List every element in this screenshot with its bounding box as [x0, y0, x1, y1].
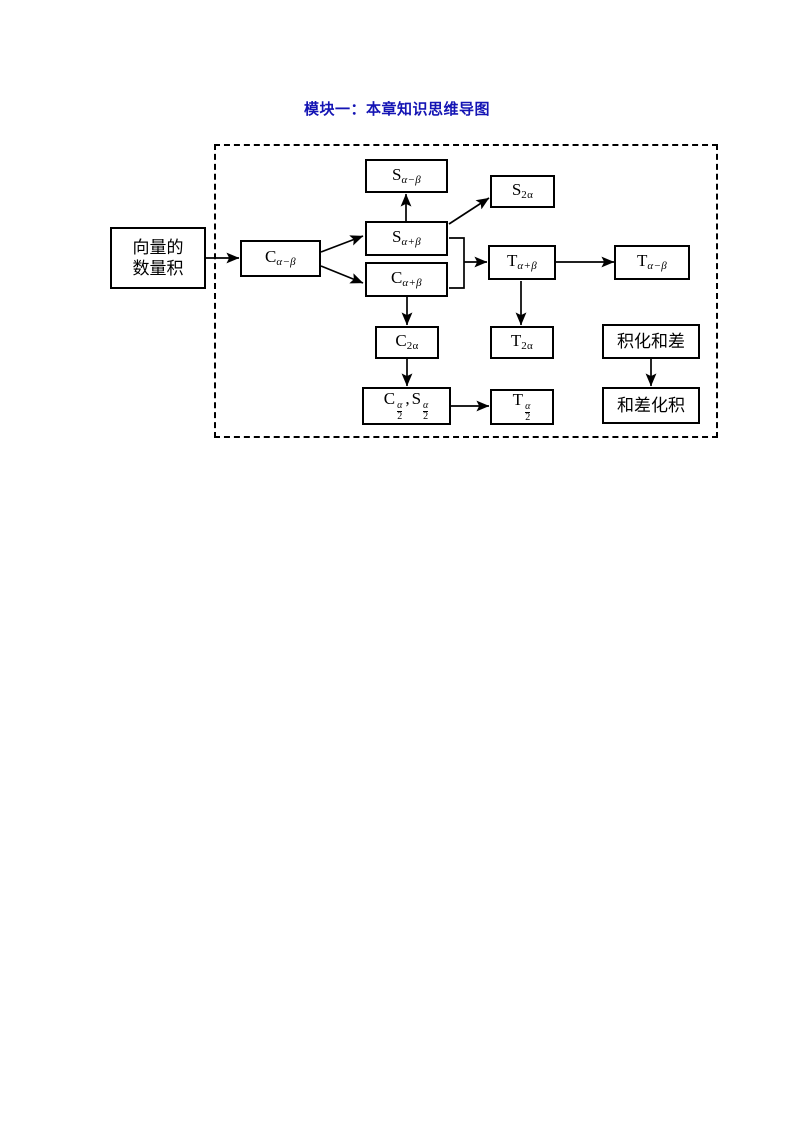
node-label: S2α — [511, 180, 534, 202]
separator: , — [405, 388, 410, 408]
node-t-alpha-plus-beta[interactable]: Tα+β — [488, 245, 556, 280]
node-sum-to-product[interactable]: 和差化积 — [602, 387, 700, 424]
page-title: 模块一：本章知识思维导图 — [303, 101, 490, 118]
subscript: α−β — [647, 260, 667, 273]
node-vector-dot-product[interactable]: 向量的 数量积 — [110, 227, 206, 289]
node-label: T2α — [510, 331, 534, 353]
subscript: 2α — [406, 340, 419, 353]
node-label: Cα+β — [391, 268, 422, 290]
node-label-line2: 数量积 — [132, 259, 184, 278]
node-label-line1: 向量的 — [132, 237, 184, 257]
node-label: Cα−β — [265, 247, 296, 269]
node-t-2alpha[interactable]: T2α — [490, 326, 554, 359]
subscript: α+β — [401, 236, 422, 249]
node-c-alpha-plus-beta[interactable]: Cα+β — [365, 262, 448, 297]
node-label: Sα+β — [391, 227, 422, 249]
diagram-dashed-border — [214, 144, 718, 438]
node-c-alpha-minus-beta[interactable]: Cα−β — [240, 240, 321, 277]
node-s-alpha-plus-beta[interactable]: Sα+β — [365, 221, 448, 256]
node-label: C2α — [395, 331, 419, 353]
node-label: Tα+β — [507, 251, 537, 273]
node-label: Sα−β — [391, 164, 422, 186]
subscript: α−β — [276, 256, 296, 269]
subscript: α−β — [401, 173, 422, 186]
node-label: 积化和差 — [617, 331, 685, 351]
node-c-2alpha[interactable]: C2α — [375, 326, 439, 359]
subscript: α+β — [517, 260, 537, 273]
node-s-2alpha[interactable]: S2α — [490, 175, 555, 208]
node-label: Tα−β — [637, 251, 667, 273]
node-label: 和差化积 — [617, 395, 685, 415]
node-product-to-sum[interactable]: 积化和差 — [602, 324, 700, 359]
subscript: 2α — [521, 189, 534, 202]
node-s-alpha-minus-beta[interactable]: Sα−β — [365, 159, 448, 193]
subscript: α+β — [402, 277, 422, 290]
subscript: 2α — [521, 340, 534, 353]
node-t-alpha-minus-beta[interactable]: Tα−β — [614, 245, 690, 280]
